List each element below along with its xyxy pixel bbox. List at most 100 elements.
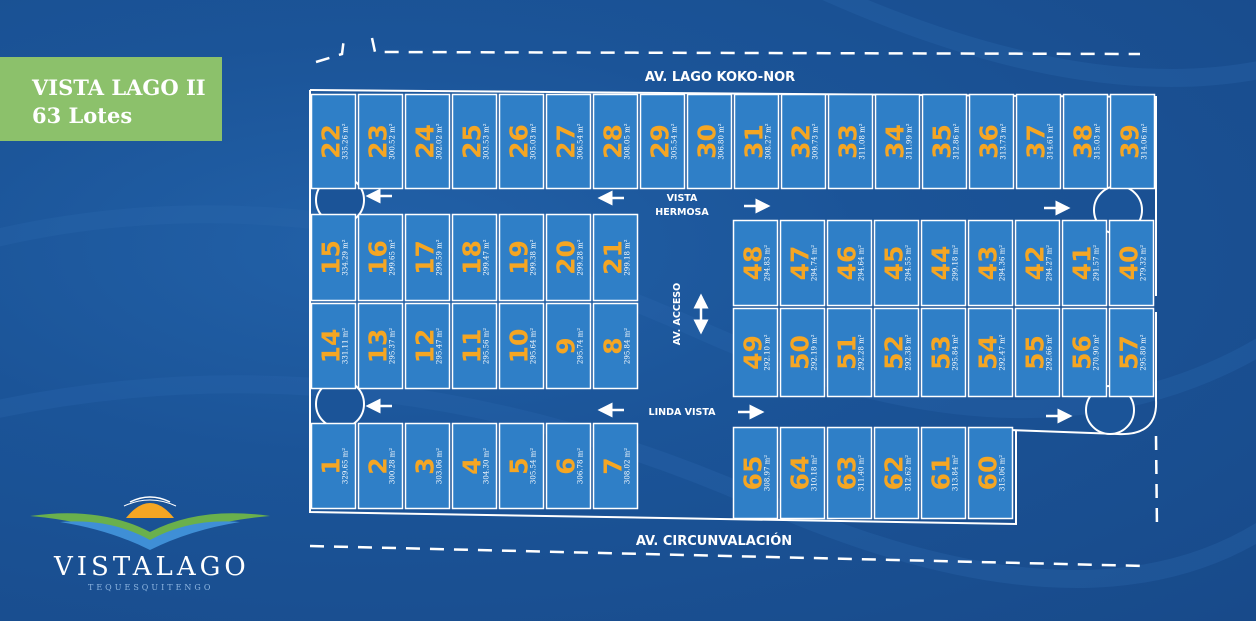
lot-cell[interactable] bbox=[967, 219, 1014, 307]
lot-cell[interactable] bbox=[404, 213, 451, 302]
lot-cell[interactable] bbox=[451, 213, 498, 302]
lot-cell[interactable] bbox=[404, 93, 451, 190]
lot-cell[interactable] bbox=[498, 302, 545, 390]
lot-cell[interactable] bbox=[357, 422, 404, 510]
lot-cell[interactable] bbox=[545, 93, 592, 190]
lot-cell[interactable] bbox=[592, 93, 639, 190]
lot-cell[interactable] bbox=[545, 422, 592, 510]
lot-cell[interactable] bbox=[357, 93, 404, 190]
lot-cell[interactable] bbox=[357, 302, 404, 390]
lot-cell[interactable] bbox=[920, 307, 967, 398]
lot-cell[interactable] bbox=[920, 426, 967, 520]
lot-cell[interactable] bbox=[967, 426, 1014, 520]
lot-cell[interactable] bbox=[498, 422, 545, 510]
lot-cell[interactable] bbox=[779, 219, 826, 307]
lot-cell[interactable] bbox=[1014, 219, 1061, 307]
lot-cell[interactable] bbox=[874, 93, 921, 190]
lot-cell[interactable] bbox=[1014, 307, 1061, 398]
lot-cell[interactable] bbox=[1061, 219, 1108, 307]
lot-cell[interactable] bbox=[357, 213, 404, 302]
lot-cell[interactable] bbox=[732, 426, 779, 520]
lot-cell[interactable] bbox=[310, 422, 357, 510]
lot-cell[interactable] bbox=[1015, 93, 1062, 190]
lot-cell[interactable] bbox=[921, 93, 968, 190]
lot-cell[interactable] bbox=[451, 422, 498, 510]
lot-cell[interactable] bbox=[732, 219, 779, 307]
lot-cell[interactable] bbox=[592, 213, 639, 302]
lot-cell[interactable] bbox=[310, 213, 357, 302]
lot-cell[interactable] bbox=[545, 213, 592, 302]
lot-cell[interactable] bbox=[310, 93, 357, 190]
lot-cell[interactable] bbox=[1061, 307, 1108, 398]
lot-cell[interactable] bbox=[826, 219, 873, 307]
lot-cell[interactable] bbox=[404, 302, 451, 390]
lot-cell[interactable] bbox=[310, 302, 357, 390]
lot-cell[interactable] bbox=[639, 93, 686, 190]
lot-cell[interactable] bbox=[545, 302, 592, 390]
lot-cell[interactable] bbox=[780, 93, 827, 190]
lot-cell[interactable] bbox=[592, 302, 639, 390]
lot-cell[interactable] bbox=[1108, 219, 1155, 307]
lot-cell[interactable] bbox=[873, 307, 920, 398]
lot-cell[interactable] bbox=[827, 93, 874, 190]
lot-cell[interactable] bbox=[732, 307, 779, 398]
lot-cell[interactable] bbox=[873, 219, 920, 307]
lot-cell[interactable] bbox=[451, 93, 498, 190]
lot-cell[interactable] bbox=[498, 93, 545, 190]
lot-cell[interactable] bbox=[920, 219, 967, 307]
lot-cell[interactable] bbox=[968, 93, 1015, 190]
